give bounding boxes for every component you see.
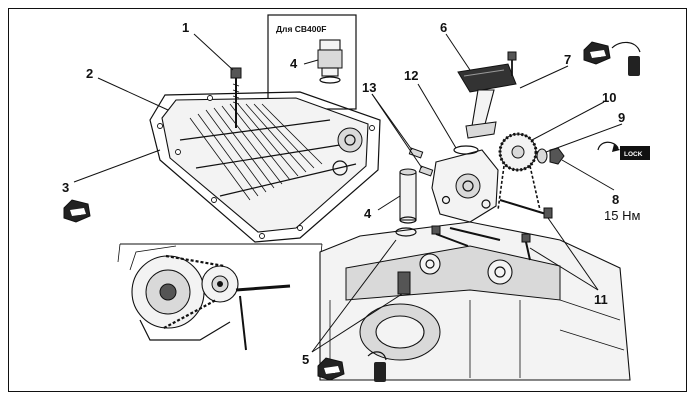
callout-5: 5 — [302, 352, 309, 367]
callout-2: 2 — [86, 66, 93, 81]
oil-pump — [408, 145, 499, 223]
leader-lines — [73, 33, 623, 353]
callout-12: 12 — [404, 68, 418, 83]
oil-pan — [149, 91, 381, 243]
pump-mounting-bolts — [449, 199, 553, 241]
diagram-frame — [8, 8, 687, 392]
inset-callout-4: 4 — [290, 56, 298, 71]
inset-title: Для CB400F — [276, 24, 326, 34]
chain-detail-view — [117, 243, 323, 351]
callout-9: 9 — [618, 110, 625, 125]
oil-pipe-collar — [395, 168, 417, 237]
svg-text:OIL: OIL — [591, 53, 601, 59]
svg-text:OIL: OIL — [325, 369, 335, 375]
callout-labels: 1 2 3 4 5 6 7 8 9 10 11 12 13 15 Нм — [62, 20, 640, 367]
inset-cb400f: Для CB400F 4 — [267, 14, 357, 110]
callout-3: 3 — [62, 180, 69, 195]
pump-sprocket — [497, 132, 565, 211]
callout-10: 10 — [602, 90, 616, 105]
oil-strainer — [457, 51, 517, 139]
callout-1: 1 — [182, 20, 189, 35]
oil-can-icon: OIL — [63, 199, 91, 223]
engine-crankcase — [319, 221, 631, 381]
torque-value: 15 Нм — [604, 208, 640, 223]
oil-drop-icon — [367, 41, 641, 382]
callout-13: 13 — [362, 80, 376, 95]
callout-7: 7 — [564, 52, 571, 67]
callout-4: 4 — [364, 206, 372, 221]
callout-8: 8 — [612, 192, 619, 207]
callout-11: 11 — [594, 292, 608, 307]
oil-can-icon: OIL — [583, 41, 611, 65]
oil-can-icon: OIL — [317, 357, 345, 381]
callout-6: 6 — [440, 20, 447, 35]
thread-lock-icon: LOCK — [597, 141, 650, 160]
svg-text:OIL: OIL — [71, 211, 81, 217]
pan-bolt — [230, 67, 242, 128]
lock-label: LOCK — [624, 151, 643, 158]
